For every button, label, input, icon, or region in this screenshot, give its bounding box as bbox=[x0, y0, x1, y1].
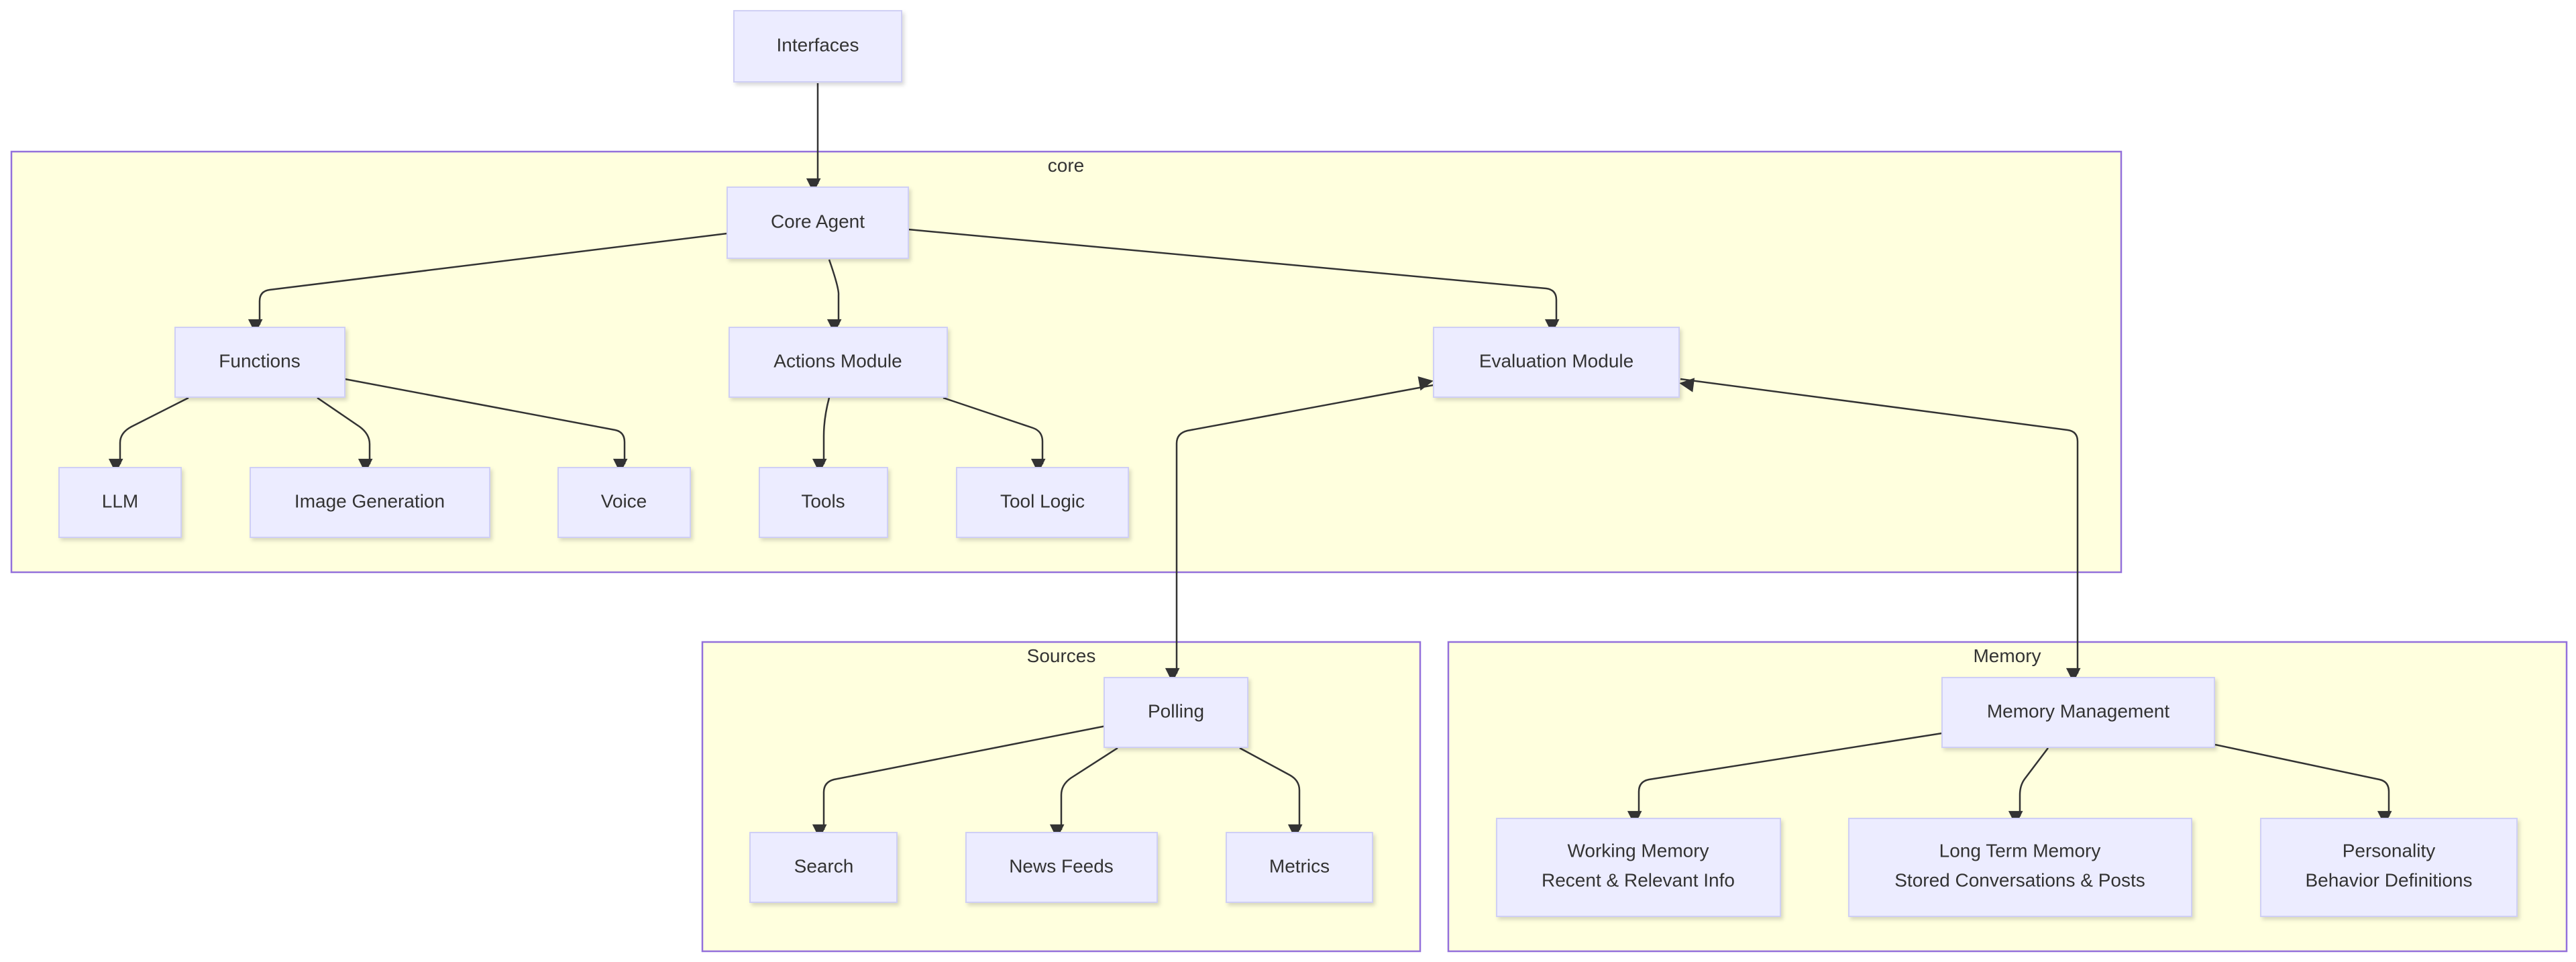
node-functions-label: Functions bbox=[219, 350, 300, 371]
node-tool-logic[interactable]: Tool Logic bbox=[956, 467, 1129, 538]
node-actions-module[interactable]: Actions Module bbox=[729, 327, 948, 398]
node-core-agent[interactable]: Core Agent bbox=[727, 186, 909, 259]
node-working-memory-subtitle: Recent & Relevant Info bbox=[1542, 869, 1735, 890]
edge-core-agent-evaluation bbox=[908, 228, 1560, 334]
node-interfaces[interactable]: Interfaces bbox=[733, 10, 902, 83]
edge-memory-management-long-term bbox=[2008, 747, 2049, 826]
edge-memory-management-personality bbox=[2214, 743, 2392, 826]
edge-memory-management-working bbox=[1627, 732, 1943, 826]
node-tools[interactable]: Tools bbox=[759, 467, 888, 538]
node-llm-label: LLM bbox=[102, 490, 138, 511]
cluster-memory-label: Memory bbox=[1973, 645, 2041, 666]
node-long-term-memory[interactable]: Long Term Memory Stored Conversations & … bbox=[1848, 818, 2192, 917]
node-news-feeds[interactable]: News Feeds bbox=[965, 832, 1158, 903]
node-polling-label: Polling bbox=[1148, 700, 1204, 721]
node-evaluation-module-label: Evaluation Module bbox=[1479, 350, 1633, 371]
node-image-generation[interactable]: Image Generation bbox=[250, 467, 490, 538]
edge-evaluation-polling bbox=[1165, 376, 1434, 683]
edge-actions-tool-logic bbox=[943, 396, 1046, 474]
node-memory-management[interactable]: Memory Management bbox=[1941, 677, 2215, 748]
edge-core-agent-functions bbox=[248, 232, 728, 334]
edge-functions-image-generation bbox=[317, 396, 373, 474]
cluster-sources-label: Sources bbox=[1027, 645, 1096, 666]
node-long-term-memory-subtitle: Stored Conversations & Posts bbox=[1894, 869, 2145, 890]
node-tools-label: Tools bbox=[801, 490, 845, 511]
edges bbox=[108, 83, 2392, 839]
edge-actions-tools bbox=[812, 397, 830, 474]
node-interfaces-label: Interfaces bbox=[777, 34, 859, 55]
edge-functions-llm bbox=[108, 396, 189, 474]
node-llm[interactable]: LLM bbox=[58, 467, 182, 538]
node-core-agent-label: Core Agent bbox=[771, 211, 865, 231]
edge-polling-metrics bbox=[1239, 747, 1303, 839]
edge-polling-search bbox=[812, 725, 1107, 839]
node-voice-label: Voice bbox=[601, 490, 647, 511]
cluster-core-label: core bbox=[1048, 155, 1084, 176]
node-metrics[interactable]: Metrics bbox=[1226, 832, 1373, 903]
node-tool-logic-label: Tool Logic bbox=[1000, 490, 1085, 511]
node-image-generation-label: Image Generation bbox=[294, 490, 445, 511]
node-memory-management-label: Memory Management bbox=[1987, 700, 2170, 721]
node-voice[interactable]: Voice bbox=[557, 467, 691, 538]
node-functions[interactable]: Functions bbox=[174, 327, 345, 398]
node-metrics-label: Metrics bbox=[1269, 855, 1330, 876]
node-actions-module-label: Actions Module bbox=[773, 350, 902, 371]
node-personality-subtitle: Behavior Definitions bbox=[2305, 869, 2472, 890]
node-working-memory-title: Working Memory bbox=[1567, 840, 1709, 861]
edge-core-agent-actions bbox=[826, 259, 842, 334]
edge-functions-voice bbox=[344, 378, 628, 474]
node-polling[interactable]: Polling bbox=[1104, 677, 1248, 748]
node-news-feeds-label: News Feeds bbox=[1009, 855, 1114, 876]
node-personality[interactable]: Personality Behavior Definitions bbox=[2260, 818, 2518, 917]
node-search[interactable]: Search bbox=[749, 832, 898, 903]
node-evaluation-module[interactable]: Evaluation Module bbox=[1433, 327, 1680, 398]
edge-evaluation-memory-management bbox=[1679, 378, 2081, 683]
node-personality-title: Personality bbox=[2343, 840, 2436, 861]
node-search-label: Search bbox=[794, 855, 854, 876]
edge-polling-news-feeds bbox=[1049, 747, 1118, 839]
node-working-memory[interactable]: Working Memory Recent & Relevant Info bbox=[1496, 818, 1781, 917]
node-long-term-memory-title: Long Term Memory bbox=[1939, 840, 2101, 861]
